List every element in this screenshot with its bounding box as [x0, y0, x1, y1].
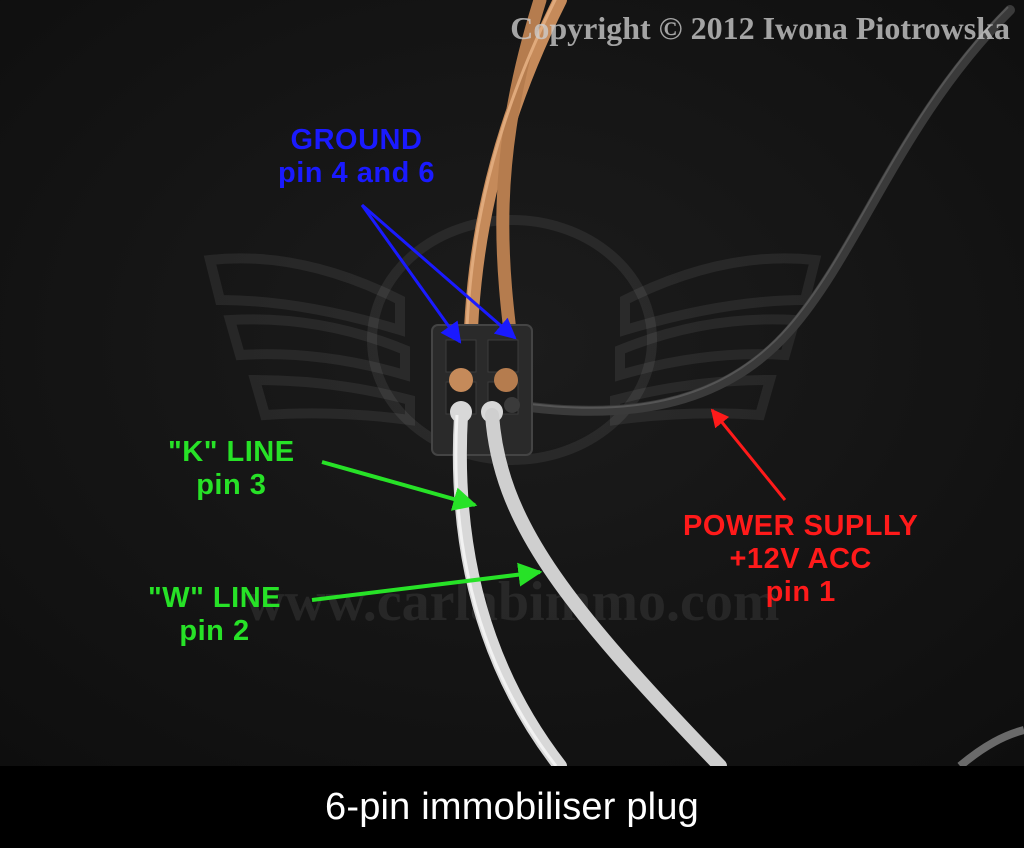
immobiliser-plug-photo: www.carlabimmo.com	[0, 0, 1024, 766]
winged-logo-watermark	[203, 215, 822, 465]
black-power-wire	[510, 5, 1015, 416]
k-line-label-pin: pin 3	[196, 469, 267, 501]
photo-caption: 6-pin immobiliser plug	[325, 785, 699, 828]
ground-arrow-2	[361, 203, 517, 340]
white-wire-highlight	[454, 414, 558, 766]
power-label-title: POWER SUPLLY	[683, 510, 919, 542]
k-line-arrow	[321, 460, 478, 511]
black-wire-highlight	[514, 6, 1009, 409]
ground-label-pins: pin 4 and 6	[278, 157, 435, 189]
w-line-label-title: "W" LINE	[148, 582, 281, 614]
ground-label-title: GROUND	[290, 124, 423, 156]
power-label-pin: pin 1	[765, 576, 836, 608]
white-k-line-wire	[452, 408, 567, 766]
w-line-label-pin: pin 2	[179, 615, 250, 647]
k-line-label: "K" LINE pin 3	[168, 436, 295, 502]
caption-bar: 6-pin immobiliser plug	[0, 766, 1024, 848]
ground-arrow-1	[360, 204, 462, 344]
website-watermark: www.carlabimmo.com	[244, 571, 779, 633]
stray-wire	[957, 726, 1024, 766]
power-label-voltage: +12V ACC	[729, 543, 872, 575]
power-supply-label: POWER SUPLLY +12V ACC pin 1	[683, 510, 918, 609]
white-w-line-wire	[485, 408, 727, 766]
w-line-arrow	[311, 562, 543, 602]
brown-wire-highlight	[464, 0, 557, 369]
six-pin-connector	[431, 324, 533, 456]
k-line-label-title: "K" LINE	[168, 436, 295, 468]
ground-label: GROUND pin 4 and 6	[278, 124, 435, 190]
w-line-label: "W" LINE pin 2	[148, 582, 281, 648]
power-arrow	[710, 408, 787, 501]
copyright-notice: Copyright © 2012 Iwona Piotrowska	[510, 10, 1010, 46]
